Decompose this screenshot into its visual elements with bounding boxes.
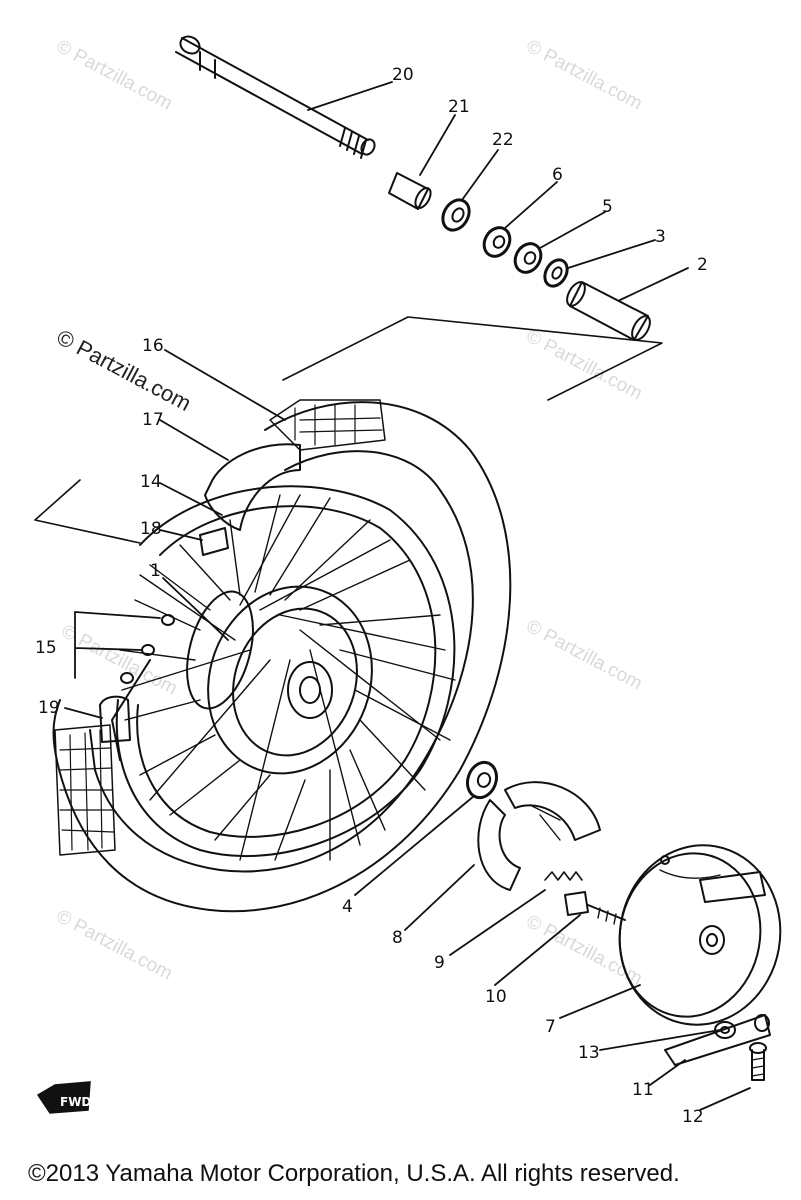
- part-label-11: 11: [632, 1080, 654, 1100]
- valve-18: [199, 527, 229, 556]
- part-label-17: 17: [142, 410, 164, 430]
- bearing-4: [465, 760, 499, 800]
- watermark: © Partzilla.com: [53, 906, 176, 985]
- watermark: © Partzilla.com: [523, 326, 646, 405]
- part-label-8: 8: [392, 928, 403, 948]
- part-label-6: 6: [552, 165, 563, 185]
- watermark: © Partzilla.com: [53, 36, 176, 115]
- watermark: © Partzilla.com: [523, 616, 646, 695]
- part-label-1: 1: [150, 561, 161, 581]
- part-label-13: 13: [578, 1043, 600, 1063]
- part-labels: 20 21 22 6 5 3 2 16 17 14 18 1 15 19 4 8…: [35, 65, 708, 1127]
- fwd-label: FWD: [60, 1095, 91, 1109]
- gear-6: [482, 226, 512, 258]
- spokes: [119, 494, 456, 861]
- spring-9: [544, 871, 583, 881]
- watermark: © Partzilla.com: [58, 621, 181, 700]
- bearing-5: [513, 242, 543, 274]
- watermark-dark: © Partzilla.com: [53, 324, 196, 416]
- part-label-16: 16: [142, 336, 164, 356]
- part-label-21: 21: [448, 97, 470, 117]
- part-label-3: 3: [655, 227, 666, 247]
- part-label-7: 7: [545, 1017, 556, 1037]
- axle-shaft: [175, 35, 376, 159]
- part-label-5: 5: [602, 197, 613, 217]
- cam-lever-11: [664, 1014, 771, 1066]
- part-label-20: 20: [392, 65, 414, 85]
- part-label-12: 12: [682, 1107, 704, 1127]
- camshaft-10: [564, 891, 626, 925]
- part-label-15: 15: [35, 638, 57, 658]
- tire-group-outline: [34, 479, 141, 544]
- seal-3: [543, 258, 569, 288]
- copyright-notice: ©2013 Yamaha Motor Corporation, U.S.A. A…: [28, 1160, 680, 1187]
- bolt-12: [749, 1042, 767, 1081]
- hub: [186, 585, 373, 775]
- part-label-14: 14: [140, 472, 162, 492]
- part-label-4: 4: [342, 897, 353, 917]
- leader-lines: [64, 81, 751, 1111]
- fwd-indicator: FWD: [36, 1081, 91, 1114]
- brake-plate-7: [618, 844, 782, 1026]
- rim: [115, 485, 456, 857]
- rim-band-19: [99, 695, 131, 743]
- spacer-21: [388, 172, 432, 210]
- part-label-10: 10: [485, 987, 507, 1007]
- part-label-9: 9: [434, 953, 445, 973]
- part-label-2: 2: [697, 255, 708, 275]
- part-label-19: 19: [38, 698, 60, 718]
- axle-group-outline: [282, 316, 663, 401]
- oil-seal-22: [441, 198, 471, 232]
- tube-17: [204, 443, 301, 531]
- watermark: © Partzilla.com: [523, 36, 646, 115]
- part-label-18: 18: [140, 519, 162, 539]
- brake-shoes-8: [477, 781, 601, 891]
- part-label-22: 22: [492, 130, 514, 150]
- collar-2: [566, 281, 651, 341]
